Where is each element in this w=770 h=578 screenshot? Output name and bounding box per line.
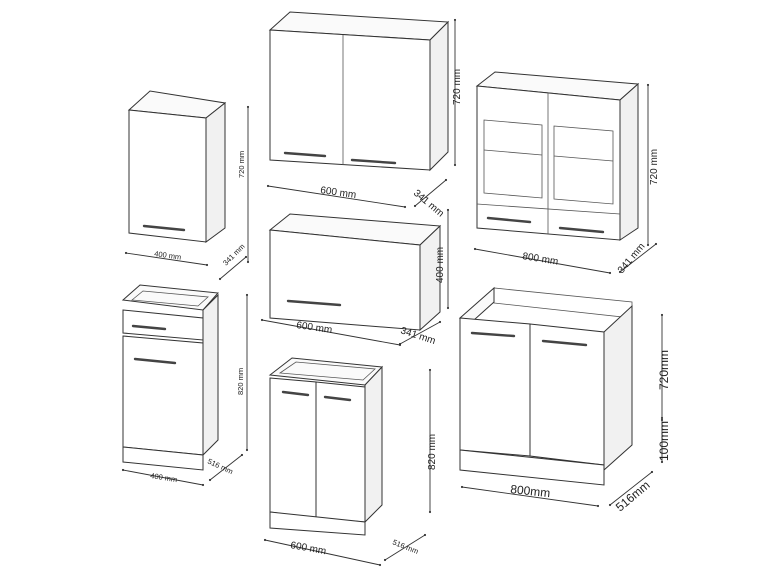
- width-label: 400 mm: [150, 471, 178, 484]
- handle-icon: [131, 324, 167, 331]
- depth-label: 341 mm: [411, 188, 446, 220]
- width-label: 600 mm: [289, 540, 326, 557]
- wall-cabinet-600: 720 mm 600 mm 341 mm: [266, 11, 463, 220]
- base-drawer-cabinet-400: 820 mm 400 mm 516 mm: [121, 284, 249, 487]
- height-label: 720 mm: [649, 149, 660, 185]
- depth-label: 516mm: [613, 478, 653, 514]
- handle-icon: [541, 339, 588, 347]
- depth-label: 341 mm: [221, 242, 247, 268]
- height-label: 720 mm: [237, 151, 246, 178]
- handle-icon: [486, 216, 532, 224]
- height-label: 820 mm: [427, 434, 438, 470]
- depth-label: 341 mm: [616, 241, 648, 276]
- handle-icon: [558, 226, 605, 234]
- glass-wall-cabinet-800: 720 mm 800 mm 341 mm: [473, 71, 660, 276]
- handle-icon: [133, 357, 177, 365]
- depth-label: 516 mm: [206, 457, 234, 477]
- width-label: 600 mm: [320, 185, 357, 201]
- handle-icon: [142, 224, 186, 232]
- width-label: 400 mm: [154, 249, 182, 262]
- height-label: 820 mm: [236, 368, 245, 395]
- handle-icon: [281, 390, 310, 397]
- handle-icon: [470, 331, 516, 338]
- width-label: 800mm: [510, 482, 551, 500]
- handle-icon: [323, 395, 352, 402]
- wall-cabinet-400: 720 mm 400 mm 341 mm: [124, 90, 250, 281]
- flap-wall-cabinet-600: 400 mm 600 mm 341 mm: [260, 208, 450, 347]
- handle-icon: [283, 151, 327, 158]
- handle-icon: [286, 299, 342, 307]
- width-label: 600 mm: [296, 320, 333, 336]
- height-label: 720 mm: [452, 69, 463, 105]
- plinth-height-label: 100mm: [657, 421, 671, 461]
- base-cabinet-600: 820 mm 600 mm 516 mm: [263, 357, 438, 567]
- width-label: 800 mm: [522, 251, 559, 268]
- height-label: 400 mm: [435, 247, 446, 283]
- handle-icon: [350, 158, 397, 165]
- sink-base-cabinet-800: 720mm 100mm 800mm 516mm: [458, 286, 671, 514]
- height-label: 720mm: [657, 350, 671, 390]
